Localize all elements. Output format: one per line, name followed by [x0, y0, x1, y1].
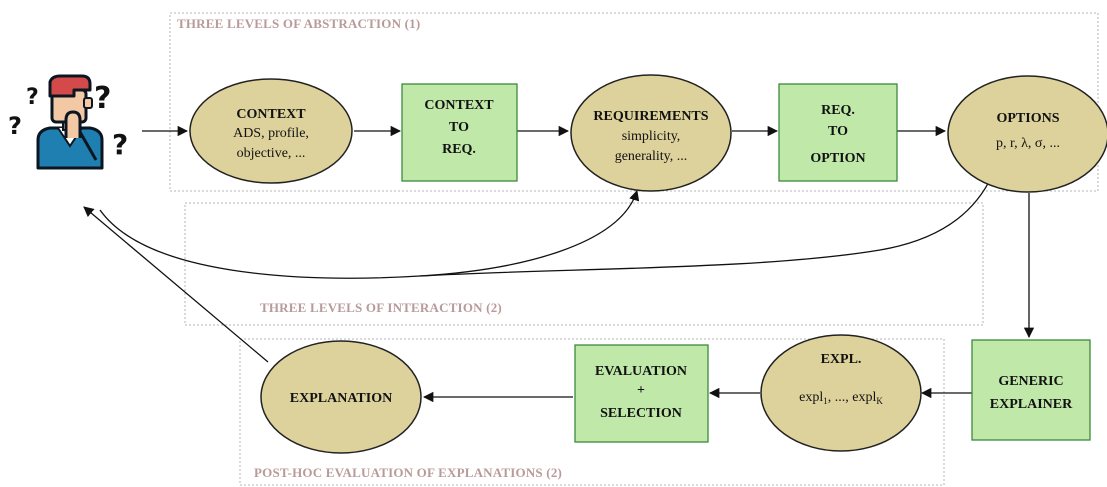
- node-expl-item-sep: , ...,: [828, 390, 853, 405]
- node-context-title: CONTEXT: [236, 107, 306, 122]
- node-evaluation-line2: +: [637, 383, 645, 398]
- node-context-to-req-line1: CONTEXT: [424, 98, 494, 113]
- region-post-hoc: [239, 338, 945, 486]
- node-generic-explainer: GENERIC EXPLAINER: [971, 339, 1091, 441]
- question-mark-3: ?: [94, 81, 111, 116]
- node-explanation-title: EXPLANATION: [290, 391, 392, 406]
- node-requirements: REQUIREMENTS simplicity, generality, ...: [570, 74, 732, 192]
- node-context: CONTEXT ADS, profile, objective, ...: [189, 78, 353, 184]
- node-evaluation-line3: SELECTION: [600, 406, 682, 421]
- node-generic-explainer-line2: EXPLAINER: [990, 397, 1073, 412]
- node-requirements-line2: generality, ...: [615, 149, 688, 164]
- node-generic-explainer-line1: GENERIC: [998, 374, 1063, 389]
- node-expl-item-last: expl: [852, 390, 876, 405]
- node-context-to-req-line3: REQ.: [442, 142, 476, 157]
- arrow-explanation-to-user: [83, 206, 269, 363]
- node-expl-item-first-sub: 1: [823, 396, 828, 406]
- node-expl-item-last-sub: K: [876, 396, 883, 406]
- region-interaction-label: THREE LEVELS OF INTERACTION (2): [260, 300, 502, 315]
- curve-user-to-requirements: [99, 190, 640, 279]
- node-expl: EXPL. expl1, ..., explK: [760, 334, 922, 452]
- node-evaluation-line1: EVALUATION: [595, 364, 687, 379]
- node-options-line1: p, r, λ, σ, ...: [996, 136, 1060, 151]
- node-explanation: EXPLANATION: [260, 340, 422, 454]
- node-expl-items: expl1, ..., explK: [799, 390, 883, 406]
- node-options-title: OPTIONS: [996, 111, 1059, 126]
- node-options: OPTIONS p, r, λ, σ, ...: [947, 75, 1107, 193]
- question-mark-2: ?: [26, 85, 39, 110]
- question-mark-4: ?: [112, 128, 128, 161]
- node-evaluation: EVALUATION + SELECTION: [574, 344, 709, 443]
- region-post-hoc-label: POST-HOC EVALUATION OF EXPLANATIONS (2): [254, 465, 562, 480]
- node-context-line2: objective, ...: [237, 146, 306, 161]
- region-abstraction-label: THREE LEVELS OF ABSTRACTION (1): [177, 16, 420, 31]
- node-requirements-title: REQUIREMENTS: [593, 109, 708, 124]
- node-req-to-option-line2: TO: [828, 124, 848, 139]
- confused-user-icon: ? ? ? ?: [8, 74, 128, 170]
- node-req-to-option-line1: REQ.: [821, 103, 855, 118]
- node-req-to-option-line3: OPTION: [810, 151, 865, 166]
- node-context-to-req-line2: TO: [449, 120, 469, 135]
- node-requirements-line1: simplicity,: [622, 129, 681, 144]
- node-expl-item-first: expl: [799, 390, 823, 405]
- curve-user-to-options: [419, 175, 993, 277]
- node-context-to-req: CONTEXT TO REQ.: [401, 83, 518, 182]
- node-context-line1: ADS, profile,: [233, 126, 309, 141]
- node-expl-title: EXPL.: [821, 352, 862, 367]
- question-mark-1: ?: [8, 112, 22, 140]
- node-req-to-option: REQ. TO OPTION: [778, 83, 898, 182]
